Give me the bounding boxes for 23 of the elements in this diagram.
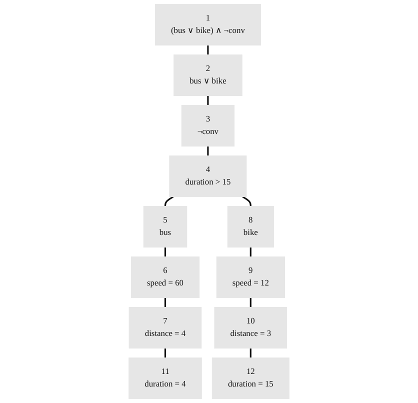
node-box: 8 bike [227,206,274,248]
node-box: 7 distance = 4 [128,306,202,349]
node-box: 4 duration > 15 [169,155,247,198]
node-box: 10 distance = 3 [214,306,288,349]
node-box: 1 (bus ∨ bike) ∧ ¬conv [154,4,261,46]
connector [207,146,209,156]
node-box: 6 speed = 60 [130,256,200,298]
connector [250,247,252,257]
connector [250,348,252,358]
node-box: 3 ¬conv [181,104,235,147]
node-box: 9 speed = 12 [216,256,285,298]
node-box: 12 duration = 15 [212,358,290,400]
node-box: 2 bus ∨ bike [174,54,242,96]
connector [207,96,209,106]
connector [164,247,166,257]
connector [207,45,209,55]
connector [164,196,174,206]
connector [242,196,252,206]
connector [250,298,252,308]
connector [164,298,166,308]
connector [164,348,166,358]
node-box: 5 bus [143,206,188,248]
node-box: 11 duration = 4 [128,358,202,400]
